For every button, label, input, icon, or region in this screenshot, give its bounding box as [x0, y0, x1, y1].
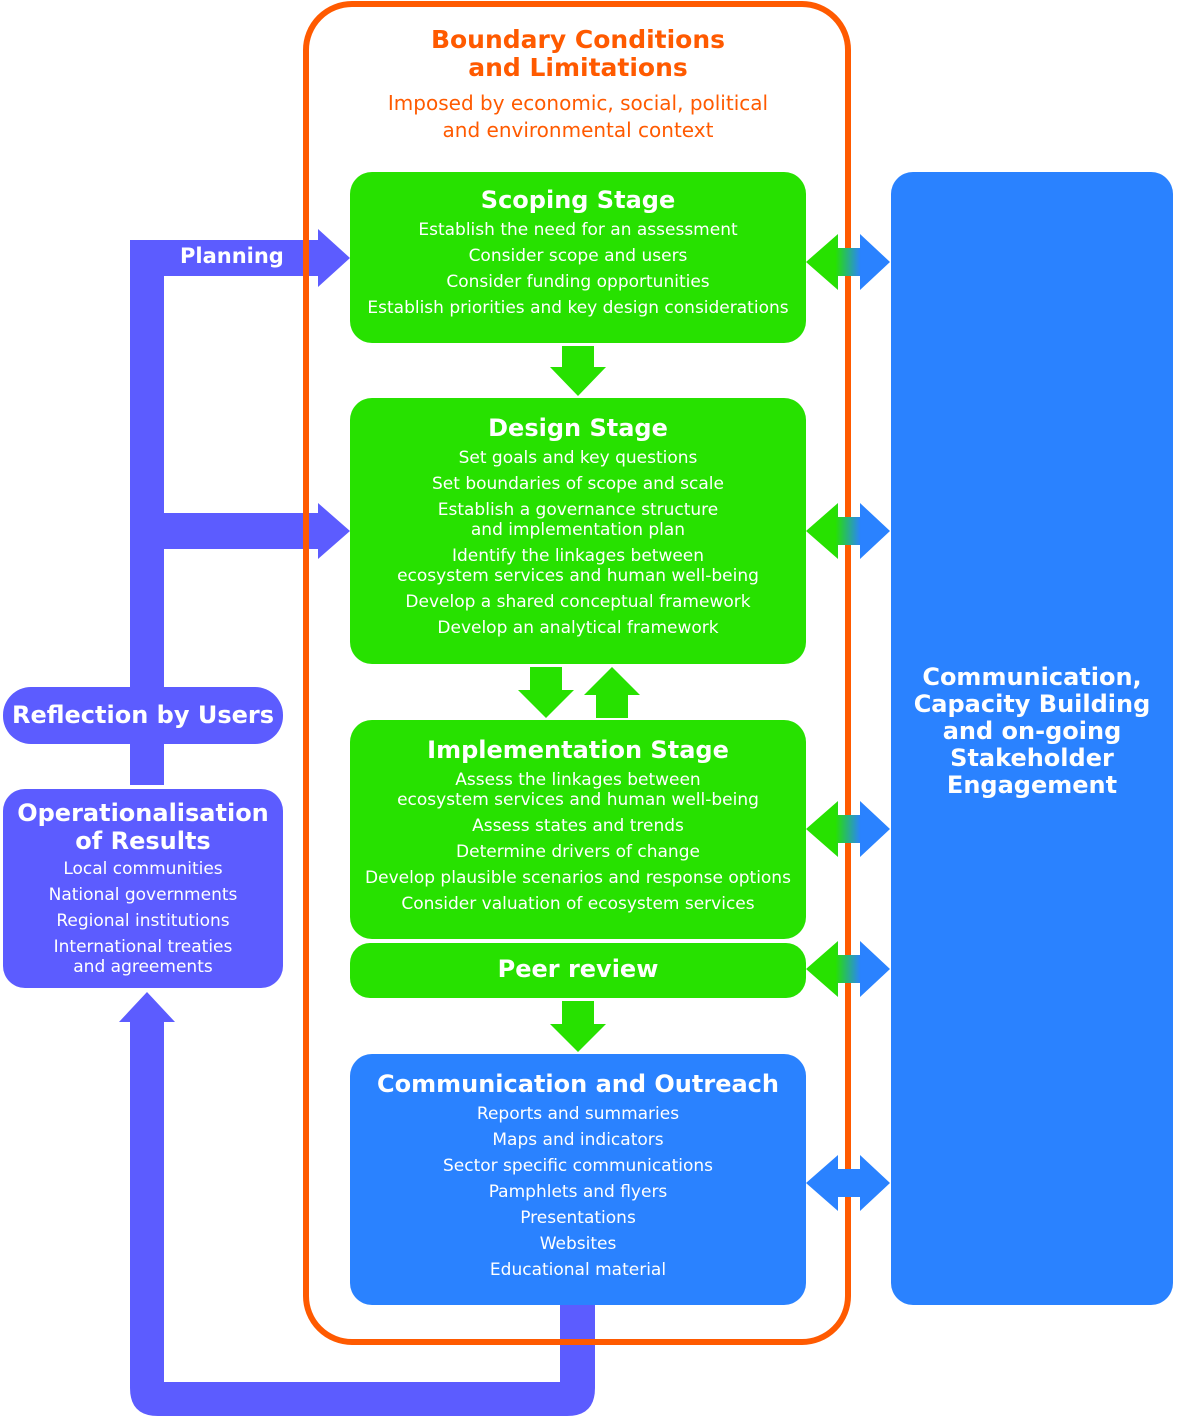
- scoping-stage-box: Scoping Stage Establish the need for an …: [350, 172, 806, 343]
- design-item: Develop a shared conceptual framework: [405, 592, 751, 612]
- scoping-item: Consider funding opportunities: [446, 272, 710, 292]
- arrow-implementation-to-design: [584, 667, 640, 718]
- arrow-review-to-outreach: [550, 1001, 606, 1052]
- outreach-item: Maps and indicators: [492, 1130, 664, 1150]
- boundary-subtitle-line2: and environmental context: [442, 118, 714, 142]
- operationalisation-item: Local communities: [63, 859, 223, 879]
- capacity-title-line: Capacity Building: [913, 690, 1151, 718]
- peer-review-box: Peer review: [350, 943, 806, 998]
- implementation-item: Develop plausible scenarios and response…: [365, 868, 791, 888]
- double-arrow-design: [806, 503, 890, 559]
- design-item: Identify the linkages between ecosystem …: [397, 546, 759, 586]
- reflection-box: Reflection by Users: [3, 687, 283, 744]
- operationalisation-item: Regional institutions: [56, 911, 230, 931]
- operationalisation-title-line1: Operationalisation: [17, 799, 269, 827]
- outreach-title: Communication and Outreach: [377, 1070, 779, 1098]
- outreach-item: Presentations: [520, 1208, 636, 1228]
- outreach-item: Educational material: [489, 1260, 667, 1280]
- scoping-item: Establish priorities and key design cons…: [367, 298, 789, 318]
- capacity-title-line: Engagement: [946, 771, 1118, 799]
- implementation-item: Assess states and trends: [472, 816, 684, 836]
- operationalisation-item: National governments: [48, 885, 238, 905]
- double-arrow-outreach: [806, 1155, 890, 1211]
- boundary-frame: [303, 1, 851, 1345]
- arrow-design-to-implementation: [518, 667, 574, 718]
- design-item: Establish a governance structure and imp…: [437, 500, 719, 540]
- design-item: Set boundaries of scope and scale: [432, 474, 724, 494]
- boundary-subtitle-line1: Imposed by economic, social, political: [387, 91, 769, 115]
- double-arrow-implementation: [806, 801, 890, 857]
- capacity-building-column: Communication, Capacity Building and on-…: [891, 172, 1173, 1305]
- outreach-item: Sector specific communications: [442, 1156, 714, 1176]
- implementation-item: Assess the linkages between ecosystem se…: [397, 770, 759, 810]
- boundary-title-line1: Boundary Conditions: [430, 25, 726, 54]
- operationalisation-box: Operationalisation of Results Local comm…: [3, 789, 283, 988]
- design-item: Set goals and key questions: [458, 448, 698, 468]
- scoping-item: Consider scope and users: [468, 246, 688, 266]
- implementation-item: Consider valuation of ecosystem services: [401, 894, 755, 914]
- implementation-stage-box: Implementation Stage Assess the linkages…: [350, 720, 806, 939]
- arrow-scoping-to-design: [550, 346, 606, 396]
- double-arrow-peer-review: [806, 941, 890, 997]
- design-stage-box: Design Stage Set goals and key questions…: [350, 398, 806, 664]
- outreach-item: Reports and summaries: [476, 1104, 680, 1124]
- operationalisation-item: International treaties and agreements: [53, 937, 233, 977]
- outreach-item: Pamphlets and flyers: [488, 1182, 668, 1202]
- outreach-box: Communication and Outreach Reports and s…: [350, 1054, 806, 1305]
- planning-label: Planning: [180, 244, 284, 268]
- reflection-label: Reflection by Users: [11, 701, 275, 729]
- implementation-stage-title: Implementation Stage: [427, 736, 729, 764]
- peer-review-title: Peer review: [497, 955, 659, 983]
- design-stage-title: Design Stage: [488, 414, 668, 442]
- capacity-title-line: Communication,: [922, 663, 1142, 691]
- double-arrow-scoping: [806, 234, 890, 290]
- design-item: Develop an analytical framework: [437, 618, 719, 638]
- implementation-item: Determine drivers of change: [456, 842, 700, 862]
- capacity-title-line: and on-going: [942, 717, 1122, 745]
- scoping-stage-title: Scoping Stage: [480, 186, 676, 214]
- boundary-title-line2: and Limitations: [468, 53, 688, 82]
- operationalisation-title-line2: of Results: [75, 827, 211, 855]
- design-feedback-arrow: [164, 503, 350, 559]
- capacity-title-line: Stakeholder: [950, 744, 1114, 772]
- outreach-item: Websites: [539, 1234, 617, 1254]
- planning-arrow: [130, 229, 350, 300]
- boundary-subtitle: Imposed by economic, social, political a…: [330, 90, 826, 144]
- boundary-title: Boundary Conditions and Limitations: [330, 26, 826, 82]
- scoping-item: Establish the need for an assessment: [418, 220, 738, 240]
